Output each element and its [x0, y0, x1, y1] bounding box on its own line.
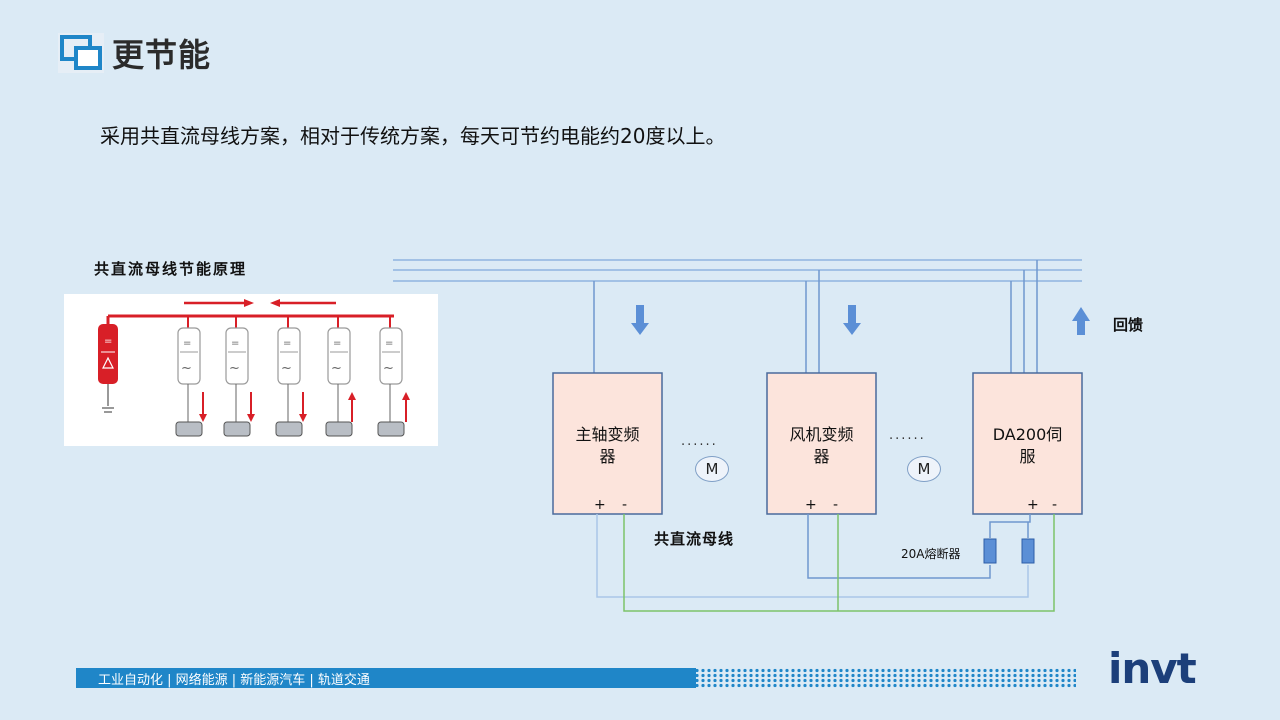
- minus-terminal: -: [833, 497, 839, 513]
- window-stack-icon: [58, 33, 104, 73]
- footer-business-lines: 工业自动化 | 网络能源 | 新能源汽车 | 轨道交通: [98, 673, 370, 688]
- ellipsis-dots: ......: [681, 434, 718, 449]
- svg-text:~: ~: [383, 361, 394, 376]
- footer-bar: [76, 668, 1076, 688]
- plus-terminal: +: [1027, 497, 1039, 513]
- fuse-label: 20A熔断器: [901, 547, 961, 561]
- inverter-unit-4: = ~: [325, 316, 356, 437]
- dc-bus-principle-diagram: = = ~ = ~: [64, 294, 438, 446]
- svg-text:=: =: [283, 338, 291, 349]
- spindle-inverter-box: [552, 372, 663, 515]
- ellipsis-dots: ......: [889, 428, 926, 443]
- page-title: 更节能: [112, 36, 212, 74]
- arrow-down-icon: [631, 305, 649, 335]
- spindle-inverter-label: 主轴变频器: [575, 425, 640, 466]
- arrow-up-icon: [1072, 307, 1090, 335]
- feedback-label: 回馈: [1113, 316, 1144, 334]
- svg-text:~: ~: [281, 361, 292, 376]
- inverter-unit-3: = ~: [275, 316, 307, 437]
- inverter-unit-1: = ~: [175, 316, 207, 437]
- fan-inverter-box: [766, 372, 877, 515]
- fuse-2: [1021, 538, 1035, 564]
- minus-terminal: -: [622, 497, 628, 513]
- svg-text:=: =: [231, 338, 239, 349]
- svg-text:~: ~: [181, 361, 192, 376]
- plus-terminal: +: [805, 497, 817, 513]
- motor-icon: M: [907, 456, 941, 482]
- svg-text:=: =: [183, 338, 191, 349]
- svg-text:=: =: [333, 338, 341, 349]
- dc-bus-label: 共直流母线: [654, 530, 735, 548]
- left-diagram-caption: 共直流母线节能原理: [94, 260, 248, 278]
- plus-terminal: +: [594, 497, 606, 513]
- fuse-1: [983, 538, 997, 564]
- principle-svg: = = ~ = ~: [98, 299, 410, 437]
- servo-box: [972, 372, 1083, 515]
- arrow-down-icon: [843, 305, 861, 335]
- svg-text:~: ~: [331, 361, 342, 376]
- inverter-unit-2: = ~: [223, 316, 255, 437]
- fan-inverter-label: 风机变频器: [789, 425, 854, 466]
- svg-text:=: =: [385, 338, 393, 349]
- svg-text:=: =: [104, 336, 112, 347]
- svg-text:~: ~: [229, 361, 240, 376]
- invt-logo: invt: [1108, 644, 1197, 693]
- subtitle-text: 采用共直流母线方案，相对于传统方案，每天可节约电能约20度以上。: [100, 124, 726, 148]
- servo-label: DA200伺服: [992, 425, 1063, 466]
- inverter-unit-5: = ~: [377, 316, 410, 437]
- rectifier-unit: [98, 324, 118, 384]
- motor-icon: M: [695, 456, 729, 482]
- minus-terminal: -: [1052, 497, 1058, 513]
